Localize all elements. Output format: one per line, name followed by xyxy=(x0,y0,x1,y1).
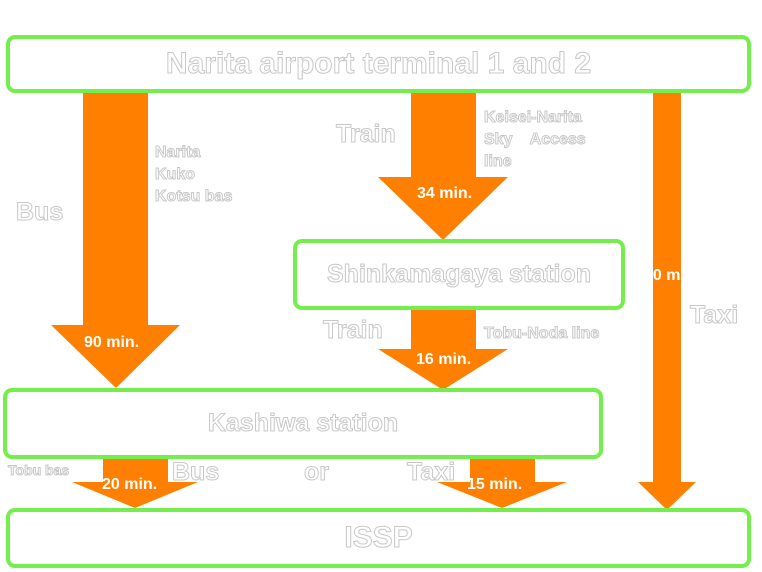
or-label: or xyxy=(304,458,330,486)
bus-narita-mode: Bus xyxy=(15,198,64,226)
taxi-local-duration: 15 min. xyxy=(467,476,523,493)
tobu-bus-duration: 20 min. xyxy=(102,476,158,493)
arrow-tobu-bus xyxy=(72,458,198,508)
train-keisei-line-row: line xyxy=(484,153,513,171)
node-shinkamagaya-label: Shinkamagaya station xyxy=(327,260,592,288)
tobu-bus-mode: Bus xyxy=(171,458,220,486)
arrow-taxi-direct xyxy=(638,90,696,510)
bus-narita-line-row: Kotsu bas xyxy=(154,188,233,206)
bus-narita-line-row: Narita xyxy=(154,144,201,162)
node-narita-airport: Narita airport terminal 1 and 2 xyxy=(6,35,751,93)
node-kashiwa-label: Kashiwa station xyxy=(207,409,399,437)
taxi-direct-duration: 80 min. xyxy=(644,267,700,284)
train-keisei-mode: Train xyxy=(336,120,397,148)
train-keisei-duration: 34 min. xyxy=(417,185,473,202)
arrow-bus-narita xyxy=(51,90,180,388)
node-kashiwa-station: Kashiwa station xyxy=(3,388,603,459)
train-keisei-line: Keisei-Narita Sky Access line xyxy=(484,107,587,173)
tobu-bus-line: Tobu bas xyxy=(7,462,70,478)
train-keisei-line-row: Keisei-Narita xyxy=(484,109,583,127)
train-keisei-line-row: Sky Access xyxy=(484,131,587,149)
node-issp: ISSP xyxy=(6,508,751,568)
taxi-direct-mode: Taxi xyxy=(689,301,739,329)
bus-narita-line: Narita Kuko Kotsu bas xyxy=(154,142,233,208)
node-issp-label: ISSP xyxy=(344,521,413,554)
node-narita-airport-label: Narita airport terminal 1 and 2 xyxy=(165,47,592,80)
node-shinkamagaya-station: Shinkamagaya station xyxy=(293,239,625,310)
arrow-taxi-local xyxy=(437,458,567,508)
arrow-train-tobu xyxy=(378,308,508,390)
bus-narita-line-row: Kuko xyxy=(154,166,195,184)
bus-narita-duration: 90 min. xyxy=(84,334,140,351)
train-tobu-mode: Train xyxy=(323,316,384,344)
train-tobu-duration: 16 min. xyxy=(416,351,472,368)
taxi-local-mode: Taxi xyxy=(406,458,456,486)
arrow-train-keisei xyxy=(378,90,508,240)
train-tobu-line: Tobu-Noda line xyxy=(483,325,600,343)
